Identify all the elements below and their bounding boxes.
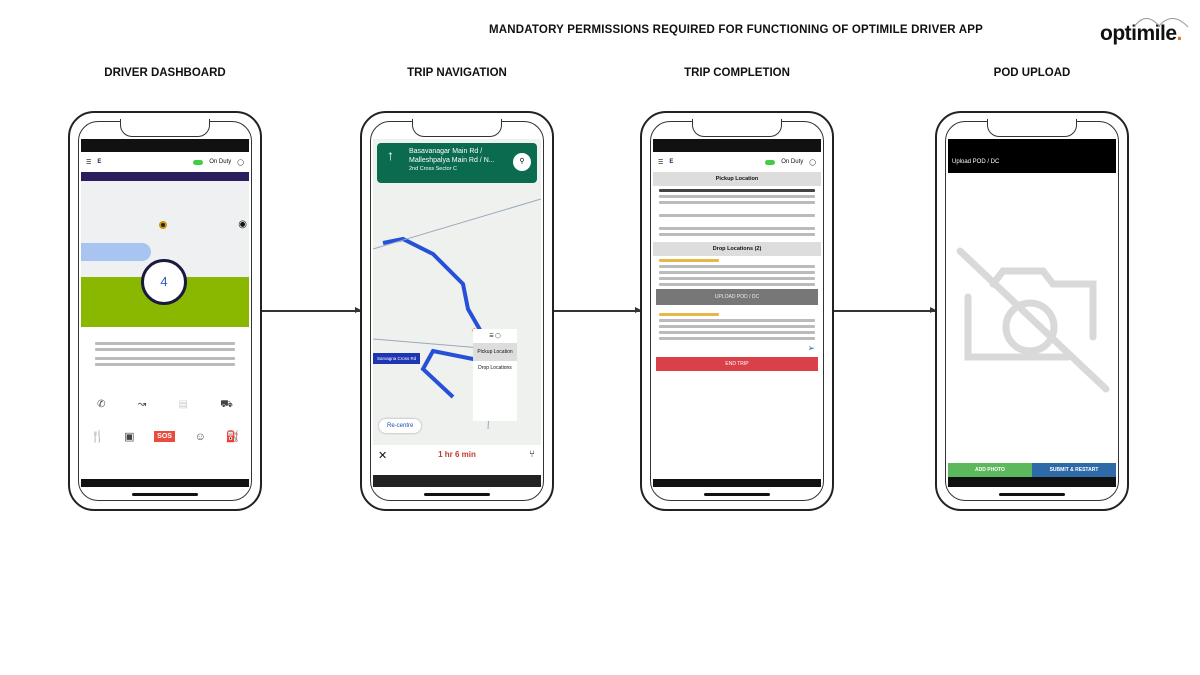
phone-pod-upload: Upload POD / DC ADD PHOTO SUBMIT & RESTA… [935,111,1129,511]
search-icon[interactable]: ⚲ [513,153,531,171]
app-logo: E [97,159,102,165]
eta-bar: ✕ 1 hr 6 min ⑂ [373,445,541,475]
submit-button[interactable]: SUBMIT & RESTART [1032,463,1116,477]
vehicle-header [81,172,249,181]
fuel-icon[interactable]: ⛽ [225,431,240,443]
flow-arrow [834,307,936,313]
trip-summary: 4 [81,259,249,327]
pickup-location-header: Pickup Location [653,172,821,186]
flow-arrow [554,307,641,313]
phone-driver-dashboard: ☰ E On Duty ◯ ◉ 4 ✆ ↝ ▤ ⛟ 🍴 ▣ SOS ☺ ⛽ [68,111,262,511]
camera-icon[interactable]: ▣ [124,431,135,443]
menu-icon[interactable]: ☰ [658,159,664,166]
duty-label: On Duty [781,159,804,165]
street-name-1: Basavanagar Main Rd / [409,148,483,155]
alternate-routes-icon[interactable]: ⑂ [529,449,535,460]
street-name-2: Malleshpalya Main Rd / N... [409,157,495,164]
duty-label: On Duty [209,159,232,165]
navigate-icon[interactable]: ➢ [807,343,815,353]
add-photo-button[interactable]: ADD PHOTO [948,463,1032,477]
doc-icon[interactable]: ▤ [178,399,188,410]
truck-icon[interactable]: ⛟ [220,399,233,410]
drop-locations-header: Drop Locations (2) [653,242,821,256]
route-icon[interactable]: ↝ [137,399,147,410]
locate-icon[interactable]: ◉ [238,219,247,230]
driver-icon[interactable]: ☺ [194,430,206,443]
caption-trip-navigation: TRIP NAVIGATION [407,67,507,79]
refresh-icon[interactable]: ◯ [809,159,816,166]
close-icon[interactable]: ✕ [378,450,388,462]
page-title: MANDATORY PERMISSIONS REQUIRED FOR FUNCT… [488,24,984,36]
menu-icon[interactable]: ☰ [86,159,92,166]
call-icon[interactable]: ✆ [97,399,106,410]
refresh-icon[interactable]: ◯ [237,159,244,166]
phone-trip-completion: ☰ E On Duty ◯ Pickup Location Drop Location… [640,111,834,511]
flow-arrow [262,307,361,313]
recentre-button[interactable]: Re-centre [379,419,422,433]
pickup-location-tab[interactable]: Pickup Location [473,343,517,361]
end-trip-button[interactable]: END TRIP [656,357,818,371]
logo-arcs-icon [1133,18,1189,28]
food-icon[interactable]: 🍴 [90,431,105,443]
navigation-banner: ↑ Basavanagar Main Rd / Malleshpalya Mai… [377,143,537,183]
camera-off-icon [956,247,1110,393]
eta-label: 1 hr 6 min [438,450,476,459]
caption-pod-upload: POD UPLOAD [993,67,1071,79]
upload-header: Upload POD / DC [948,139,1116,173]
duty-toggle[interactable] [765,159,776,165]
route-map[interactable] [373,139,541,487]
upload-pod-button[interactable]: UPLOAD POD / DC [656,289,818,305]
straight-arrow-icon: ↑ [387,147,394,163]
phone-trip-navigation: ↑ Basavanagar Main Rd / Malleshpalya Mai… [360,111,554,511]
next-turn-label: Sarvagna Cross Rd [373,353,421,364]
duty-toggle[interactable] [193,159,204,165]
sos-button[interactable]: SOS [154,431,175,442]
drop-locations-tab[interactable]: Drop Locations [478,365,512,371]
vehicle-marker [159,221,167,229]
caption-trip-completion: TRIP COMPLETION [684,67,790,79]
optimile-logo: optimile. [1100,18,1189,46]
street-name-3: 2nd Cross Sector C [409,166,457,172]
trip-count: 4 [141,259,187,305]
caption-driver-dashboard: DRIVER DASHBOARD [104,67,226,79]
location-panel: ☰ ◯ Pickup Location Drop Locations [473,329,517,421]
app-logo: E [669,159,674,165]
